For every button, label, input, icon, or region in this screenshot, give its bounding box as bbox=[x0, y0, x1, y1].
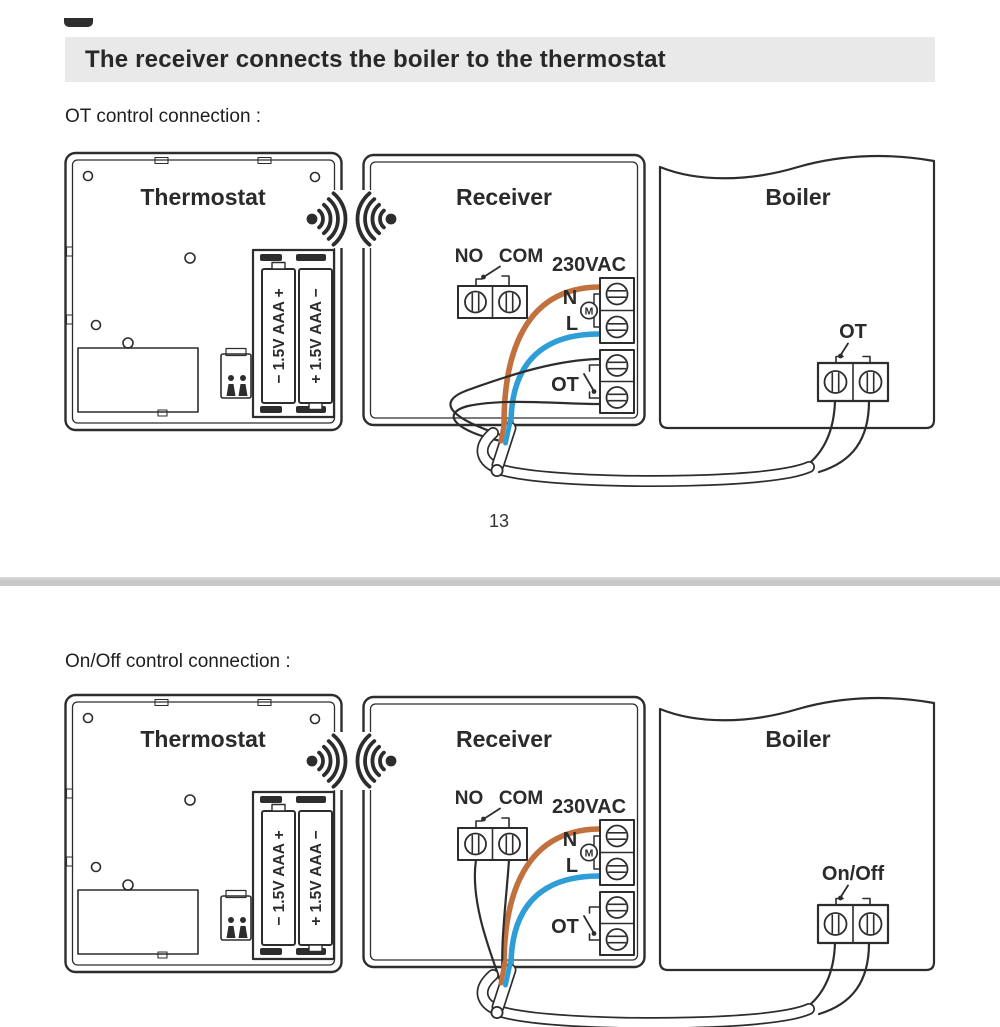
motor-label: M bbox=[585, 848, 594, 860]
wire-connector bbox=[220, 889, 252, 941]
boiler-switch-icon bbox=[835, 884, 871, 906]
power-terminal-block bbox=[599, 277, 635, 344]
neutral-wire bbox=[508, 331, 602, 427]
cord-end-cap bbox=[490, 1005, 504, 1019]
motor-label: M bbox=[585, 306, 594, 318]
battery-compartment: − 1.5V AAA + + 1.5V AAA − bbox=[251, 790, 336, 961]
boiler-terminal-block bbox=[816, 903, 890, 945]
power-terminal-block bbox=[599, 819, 635, 886]
ot-label: OT bbox=[551, 916, 579, 938]
boiler-switch-icon bbox=[835, 342, 871, 364]
section-divider bbox=[0, 577, 1000, 586]
boiler-terminal-block bbox=[816, 361, 890, 403]
boiler-box: Boiler On/Off bbox=[658, 696, 936, 1016]
thermostat-box: − 1.5V AAA + + 1.5V AAA − Thermostat bbox=[64, 151, 348, 432]
relay-switch-icon bbox=[475, 278, 483, 287]
ot-switch-icon bbox=[588, 906, 601, 914]
com-terminal-label: COM bbox=[499, 788, 543, 809]
wiring-diagram: − 1.5V AAA + + 1.5V AAA − Thermostat Rec… bbox=[64, 151, 936, 488]
ot-label: OT bbox=[551, 374, 579, 396]
page-number: 13 bbox=[489, 511, 510, 531]
thermostat-title: Thermostat bbox=[140, 184, 266, 210]
cable-assembly bbox=[476, 417, 815, 488]
boiler-terminal-label: OT bbox=[839, 321, 867, 343]
motor-icon bbox=[579, 301, 599, 320]
motor-icon bbox=[579, 843, 599, 862]
page-top-crop-mark bbox=[64, 18, 93, 27]
receiver-box: Receiver NO COM 230VAC bbox=[355, 695, 646, 985]
boiler-title: Boiler bbox=[765, 726, 830, 752]
relay-terminal-block bbox=[457, 265, 528, 319]
wireless-signal-icon-thermostat bbox=[306, 733, 348, 789]
wireless-signal-icon-receiver bbox=[355, 733, 397, 789]
thermostat-title: Thermostat bbox=[140, 726, 266, 752]
cord-end-cap bbox=[490, 463, 504, 477]
voltage-label: 230VAC bbox=[552, 254, 626, 276]
battery-left-label: − 1.5V AAA + bbox=[271, 830, 288, 925]
neutral-label: N bbox=[563, 829, 577, 851]
battery-left-label: − 1.5V AAA + bbox=[271, 288, 288, 383]
live-label: L bbox=[566, 313, 578, 335]
live-wire bbox=[501, 826, 602, 969]
live-label: L bbox=[566, 855, 578, 877]
receiver-title: Receiver bbox=[456, 184, 552, 210]
receiver-title: Receiver bbox=[456, 726, 552, 752]
battery-right-label: + 1.5V AAA − bbox=[308, 288, 325, 383]
com-terminal-label: COM bbox=[499, 246, 543, 267]
neutral-label: N bbox=[563, 287, 577, 309]
relay-switch-icon bbox=[475, 820, 483, 829]
voltage-label: 230VAC bbox=[552, 796, 626, 818]
boiler-title: Boiler bbox=[765, 184, 830, 210]
page-header: The receiver connects the boiler to the … bbox=[65, 37, 935, 82]
ot-connection-diagram: − 1.5V AAA + + 1.5V AAA − Thermostat Rec… bbox=[0, 140, 1000, 540]
display-window bbox=[77, 889, 199, 955]
receiver-box: Receiver NO COM 230VAC bbox=[355, 153, 646, 443]
battery-right-label: + 1.5V AAA − bbox=[308, 830, 325, 925]
section-label-ot: OT control connection : bbox=[65, 106, 262, 127]
page-title: The receiver connects the boiler to the … bbox=[85, 45, 666, 73]
battery-compartment: − 1.5V AAA + + 1.5V AAA − bbox=[251, 248, 336, 419]
wire-connector bbox=[220, 347, 252, 399]
wireless-signal-icon-receiver bbox=[355, 191, 397, 247]
no-terminal-label: NO bbox=[455, 788, 484, 809]
no-terminal-label: NO bbox=[455, 246, 484, 267]
boiler-terminal-label: On/Off bbox=[822, 863, 885, 885]
onoff-connection-diagram: − 1.5V AAA + + 1.5V AAA − Thermostat Rec… bbox=[0, 682, 1000, 1027]
ot-terminal-block bbox=[583, 349, 635, 414]
wiring-diagram: − 1.5V AAA + + 1.5V AAA − Thermostat Rec… bbox=[64, 693, 936, 1027]
cable-assembly bbox=[476, 959, 815, 1027]
ot-signal-wires bbox=[449, 357, 601, 443]
ot-terminal-block bbox=[583, 891, 635, 956]
thermostat-box: − 1.5V AAA + + 1.5V AAA − Thermostat bbox=[64, 693, 348, 974]
neutral-wire bbox=[508, 873, 602, 969]
relay-terminal-block bbox=[457, 807, 528, 861]
boiler-box: Boiler OT bbox=[658, 154, 936, 474]
section-label-onoff: On/Off control connection : bbox=[65, 651, 291, 672]
display-window bbox=[77, 347, 199, 413]
ot-switch-icon bbox=[588, 364, 601, 372]
wireless-signal-icon-thermostat bbox=[306, 191, 348, 247]
